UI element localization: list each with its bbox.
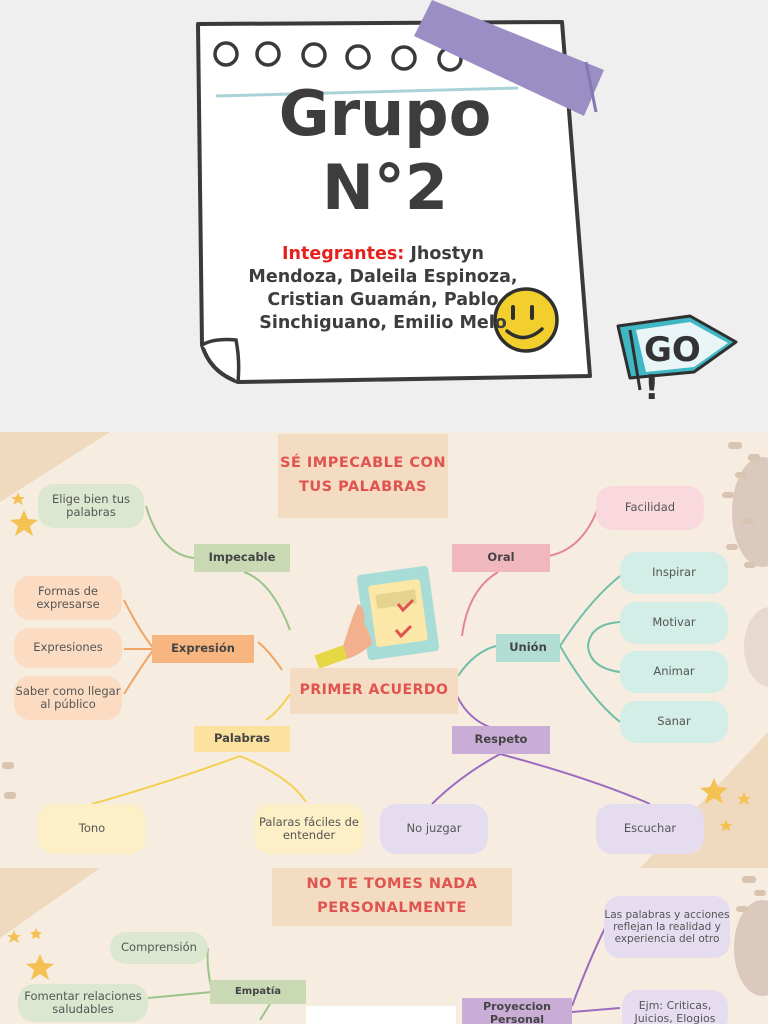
leaf-motivar: Motivar [620, 602, 728, 644]
leaf-no-juzgar: No juzgar [380, 804, 488, 854]
node-oral: Oral [452, 544, 550, 572]
title-line-2: N°2 [321, 151, 449, 224]
leaf-escuchar: Escuchar [596, 804, 704, 854]
banner-se-impecable: SÉ IMPECABLE CON TUS PALABRAS [278, 434, 448, 518]
mind-map-segundo-acuerdo: NO TE TOMES NADA PERSONALMENTE Empatía P… [0, 868, 768, 1024]
smiley-icon [493, 287, 559, 353]
leaf-facilidad: Facilidad [596, 486, 704, 530]
leaf-animar: Animar [620, 651, 728, 693]
integrantes-names: Jhostyn Mendoza, Daleila Espinoza, Crist… [248, 244, 518, 333]
node-respeto: Respeto [452, 726, 550, 754]
title-line-1: Grupo [278, 77, 492, 150]
leaf-inspirar: Inspirar [620, 552, 728, 594]
integrantes-paragraph: Integrantes: Jhostyn Mendoza, Daleila Es… [232, 243, 534, 335]
leaf-saber-como: Saber como llegar al público [14, 676, 122, 720]
leaf-ejm-criticas: Ejm: Criticas, Juicios, Elogios [622, 990, 728, 1024]
leaf-palaras-faciles: Palaras fáciles de entender [254, 804, 364, 854]
banner-no-te-tomes: NO TE TOMES NADA PERSONALMENTE [272, 868, 512, 926]
node-empatia: Empatía [210, 980, 306, 1004]
checklist-illustration [314, 565, 440, 669]
leaf-formas-expresarse: Formas de expresarse [14, 576, 122, 620]
leaf-comprension: Comprensión [110, 932, 208, 964]
leaf-las-palabras-y-acciones: Las palabras y acciones reflejan la real… [604, 896, 730, 958]
mind-map-primer-acuerdo: SÉ IMPECABLE CON TUS PALABRAS PRIMER ACU… [0, 432, 768, 868]
leaf-expresiones: Expresiones [14, 628, 122, 668]
center-primer-acuerdo: PRIMER ACUERDO [290, 668, 458, 714]
integrantes-label: Integrantes: [281, 244, 405, 264]
node-union: Unión [496, 634, 560, 662]
go-label[interactable]: GO [644, 330, 701, 370]
node-proyeccion-personal: Proyeccion Personal [462, 998, 572, 1024]
go-exclamation: ! [644, 368, 660, 408]
leaf-elige-bien: Elige bien tus palabras [38, 484, 144, 528]
node-impecable: Impecable [194, 544, 290, 572]
node-palabras: Palabras [194, 726, 290, 752]
leaf-tono: Tono [38, 804, 146, 854]
leaf-fomentar-relaciones: Fomentar relaciones saludables [18, 984, 148, 1022]
tape-strip [414, 0, 604, 116]
map2-decorations-and-connectors [0, 868, 768, 1024]
node-expresion: Expresión [152, 635, 254, 663]
go-arrow-sign[interactable] [616, 314, 738, 391]
leaf-sanar: Sanar [620, 701, 728, 743]
cover-slide: Grupo N°2 Integrantes: Jhostyn Mendoza, … [0, 0, 768, 432]
notepad-illustration [196, 0, 738, 391]
